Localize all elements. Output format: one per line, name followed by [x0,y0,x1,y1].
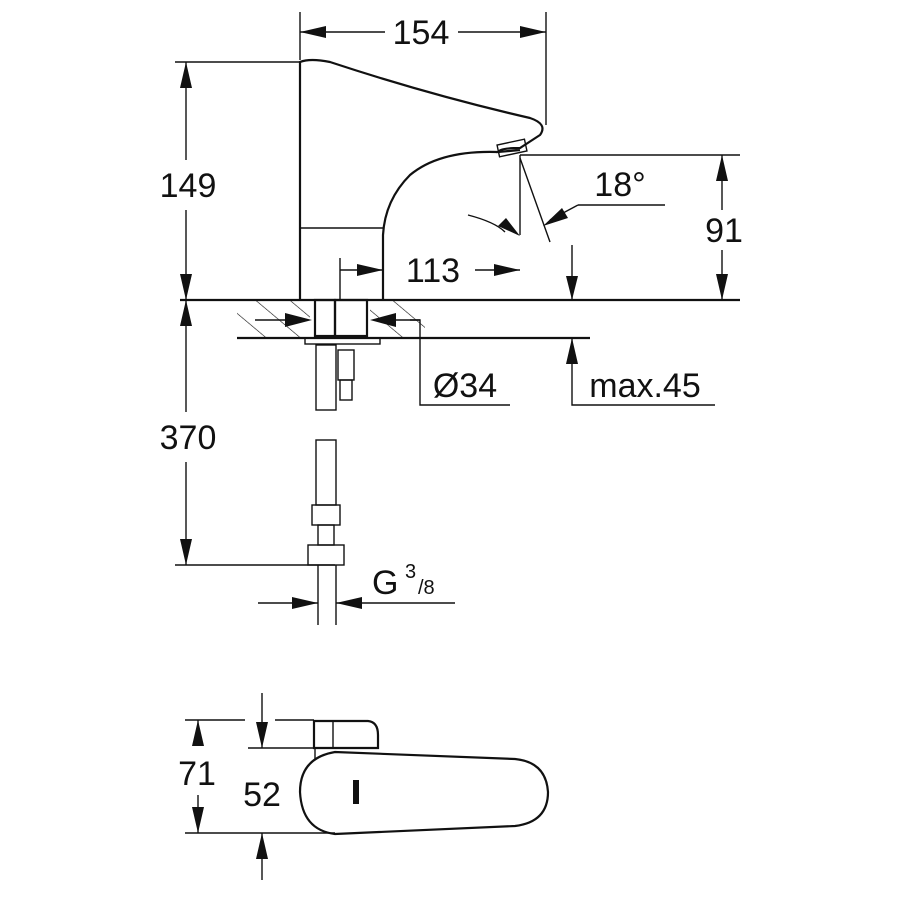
dimension-max-45: max.45 [566,338,715,406]
dimension-thread: G 3 /8 [258,561,455,609]
dimension-154: 154 [299,12,547,125]
dim-label-149: 149 [160,167,217,205]
brand-logo-icon [353,780,359,804]
dim-label-thread-denominator: /8 [418,577,435,599]
dimension-91: 91 [520,154,743,300]
dim-label-52: 52 [243,776,281,814]
faucet-plan-view: 71 52 [178,693,550,880]
faucet-body [298,58,544,300]
dim-label-71: 71 [178,755,216,793]
dim-label-diameter-34: Ø34 [433,367,497,405]
dim-label-thread-letter: G [372,564,398,602]
dimension-18-degrees: 18° [467,155,665,243]
dim-label-154: 154 [393,14,450,52]
dim-label-91: 91 [705,212,743,250]
dimension-113: 113 [339,252,520,300]
dimension-370: 370 [160,300,335,566]
dim-label-370: 370 [160,419,217,457]
dim-label-max-45: max.45 [589,367,701,405]
dim-label-thread-numerator: 3 [405,561,416,583]
dim-label-113: 113 [406,252,460,290]
countertop-section [180,298,740,345]
dimension-hole-diameter: Ø34 [410,319,510,406]
dim-label-18-degrees: 18° [594,166,645,204]
dimension-149: 149 [160,61,300,300]
supply-hose [307,344,355,625]
